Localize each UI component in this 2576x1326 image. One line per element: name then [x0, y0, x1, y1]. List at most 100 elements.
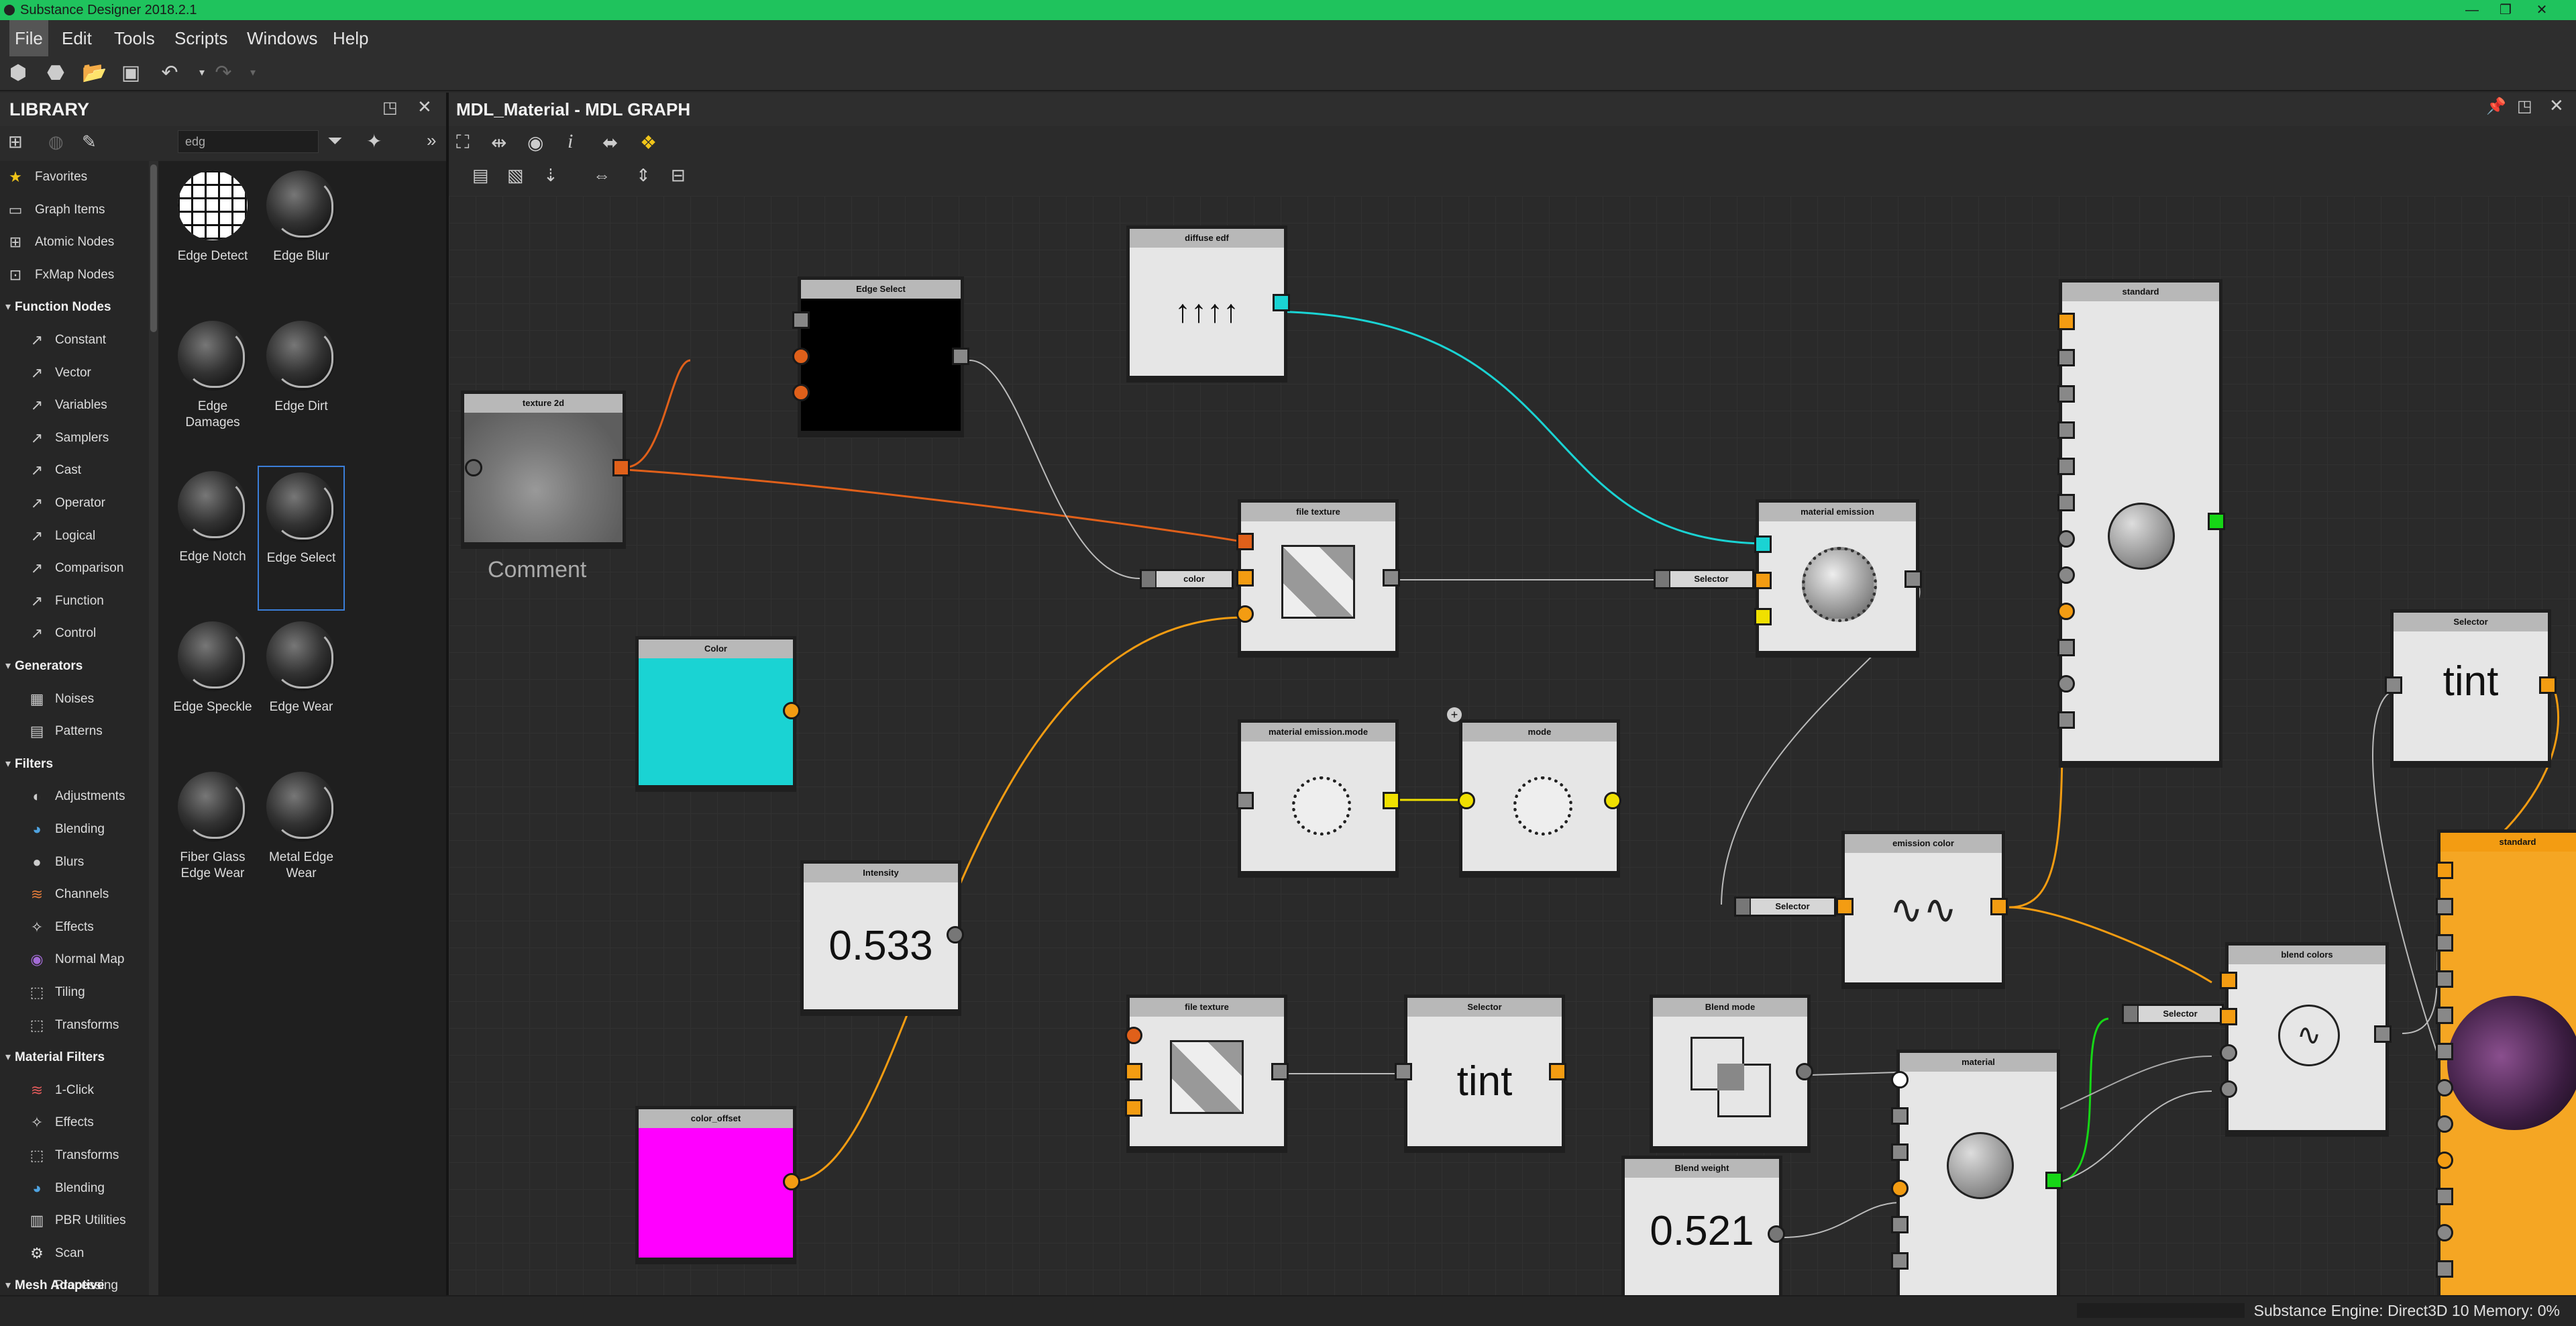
blend-mode-output[interactable] — [1796, 1063, 1813, 1080]
standard-input-12[interactable] — [2057, 711, 2075, 729]
library-tree-item[interactable]: ▾Filters — [0, 748, 149, 780]
standard-2-input-1[interactable] — [2436, 862, 2453, 879]
emission-color-output[interactable] — [1990, 898, 2008, 915]
standard-input-11[interactable] — [2057, 675, 2075, 693]
node-standard[interactable]: standard — [2059, 279, 2222, 768]
node-file-texture-2[interactable]: file texture — [1126, 994, 1287, 1153]
standard-2-input-8[interactable] — [2436, 1115, 2453, 1133]
library-tree-item[interactable]: ▾Function Nodes — [0, 291, 149, 323]
library-tree-icon[interactable]: ⊞ — [8, 132, 23, 152]
frame-icon[interactable]: ▧ — [507, 165, 524, 185]
node-emission-color[interactable]: emission color ∿∿ — [1841, 831, 2005, 989]
standard-input-2[interactable] — [2057, 349, 2075, 366]
node-mode[interactable]: mode — [1459, 719, 1620, 878]
texture-2d-input-port[interactable] — [465, 459, 482, 476]
close-graph-icon[interactable]: ✕ — [2549, 95, 2564, 115]
file-texture-input-1[interactable] — [1236, 533, 1254, 550]
redo-icon[interactable]: ↷ — [215, 62, 232, 84]
library-tree-item[interactable]: ⬚Transforms — [0, 1009, 149, 1041]
pin-icon[interactable]: 📌 — [2486, 97, 2506, 115]
node-texture-2d[interactable]: texture 2d — [461, 391, 626, 549]
file-texture-input-3[interactable] — [1236, 605, 1254, 623]
file-texture-2-input-2[interactable] — [1125, 1063, 1142, 1080]
open-folder-icon[interactable]: 📂 — [82, 62, 107, 84]
graph-share-icon[interactable]: ⬌ — [602, 132, 619, 153]
blend-colors-input-2[interactable] — [2220, 1008, 2237, 1025]
library-tree-item[interactable]: ◐Adjustments — [0, 780, 149, 813]
library-tree-item[interactable]: ↗Function — [0, 585, 149, 617]
library-tree-item[interactable]: ★Favorites — [0, 161, 149, 193]
float-graph-icon[interactable]: ◳ — [2517, 97, 2532, 115]
undo-dropdown-icon[interactable]: ▾ — [199, 67, 205, 79]
library-tree-item[interactable]: ↗Comparison — [0, 552, 149, 584]
library-tree-item[interactable]: ●Blurs — [0, 846, 149, 878]
edge-select-input-2[interactable] — [792, 348, 810, 365]
material-output[interactable] — [2045, 1172, 2063, 1189]
new-graph-icon[interactable]: ⬣ — [46, 62, 65, 84]
node-color[interactable]: Color — [635, 636, 796, 792]
blend-colors-input-4[interactable] — [2220, 1080, 2237, 1098]
emission-output[interactable] — [1904, 570, 1922, 588]
standard-input-8[interactable] — [2057, 566, 2075, 584]
library-thumbnail[interactable]: Edge Detect — [169, 165, 256, 310]
library-options-icon[interactable]: ✦ — [366, 131, 382, 152]
library-tree-item[interactable]: ⬚Transforms — [0, 1139, 149, 1172]
camera-icon[interactable]: ◉ — [527, 132, 544, 153]
standard-input-4[interactable] — [2057, 421, 2075, 439]
standard-input-3[interactable] — [2057, 385, 2075, 403]
menu-tools[interactable]: Tools — [114, 28, 155, 48]
library-tree-item[interactable]: ▾Mesh Adaptive — [0, 1270, 149, 1302]
restore-icon[interactable]: ❐ — [2500, 3, 2512, 17]
library-thumbnail[interactable]: Edge Speckle — [169, 616, 256, 761]
tint-2-input[interactable] — [2385, 676, 2402, 694]
file-texture-output[interactable] — [1383, 569, 1400, 586]
emission-mode-output[interactable] — [1383, 792, 1400, 809]
menu-edit[interactable]: Edit — [62, 28, 92, 48]
library-thumbnail[interactable]: Edge Blur — [258, 165, 345, 310]
material-input-5[interactable] — [1891, 1216, 1909, 1233]
texture-2d-output-port[interactable] — [612, 459, 630, 476]
library-tree-item[interactable]: ⊡FxMap Nodes — [0, 259, 149, 291]
library-edit-icon[interactable]: ✎ — [82, 132, 97, 152]
library-tree-item[interactable]: ▾Material Filters — [0, 1041, 149, 1074]
emission-color-input[interactable] — [1836, 898, 1854, 915]
library-tree-item[interactable]: ✧Effects — [0, 1107, 149, 1139]
node-material-emission[interactable]: material emission — [1756, 499, 1919, 658]
blend-weight-output[interactable] — [1768, 1225, 1785, 1243]
close-window-icon[interactable]: ✕ — [2536, 3, 2548, 17]
library-tree-item[interactable]: ▥PBR Utilities — [0, 1205, 149, 1237]
library-tree-item[interactable]: ⬚Tiling — [0, 976, 149, 1009]
undo-icon[interactable]: ↶ — [161, 62, 178, 84]
file-texture-2-input-1[interactable] — [1125, 1027, 1142, 1044]
comment-icon[interactable]: ▤ — [472, 165, 489, 185]
file-texture-2-output[interactable] — [1271, 1063, 1289, 1080]
library-tree-item[interactable]: ▦Noises — [0, 683, 149, 715]
standard-2-input-11[interactable] — [2436, 1224, 2453, 1241]
color-output-port[interactable] — [783, 702, 800, 719]
library-tree-item[interactable]: ↗Control — [0, 617, 149, 650]
info-icon[interactable]: i — [568, 130, 574, 152]
graph-canvas[interactable]: texture 2d Comment Edge Select diffuse e… — [449, 196, 2576, 1295]
library-tree-item[interactable]: ▤Patterns — [0, 715, 149, 748]
panel-splitter[interactable] — [446, 93, 449, 1295]
save-icon[interactable]: ▣ — [121, 62, 141, 84]
snap-icon[interactable]: ⊟ — [671, 165, 686, 185]
node-material[interactable]: material — [1896, 1050, 2060, 1295]
add-icon[interactable]: + — [1447, 707, 1462, 722]
standard-input-6[interactable] — [2057, 494, 2075, 511]
node-blend-colors[interactable]: blend colors ∿ — [2225, 942, 2389, 1137]
color-selector-chip[interactable]: color — [1140, 569, 1234, 589]
standard-output[interactable] — [2208, 513, 2225, 530]
node-file-texture[interactable]: file texture — [1238, 499, 1399, 658]
menu-help[interactable]: Help — [333, 28, 369, 48]
library-thumbnail[interactable]: Edge Select — [258, 466, 345, 611]
selector-chip-2[interactable]: Selector — [1734, 897, 1836, 917]
library-thumbnail[interactable]: Edge Damages — [169, 315, 256, 460]
standard-2-input-5[interactable] — [2436, 1007, 2453, 1024]
tree-scrollbar[interactable] — [149, 161, 158, 1295]
minimize-icon[interactable]: — — [2465, 3, 2479, 17]
library-tree-item[interactable]: ▾Generators — [0, 650, 149, 682]
node-selector-tint[interactable]: Selector tint — [1404, 994, 1565, 1153]
standard-2-input-7[interactable] — [2436, 1079, 2453, 1096]
standard-input-5[interactable] — [2057, 458, 2075, 475]
